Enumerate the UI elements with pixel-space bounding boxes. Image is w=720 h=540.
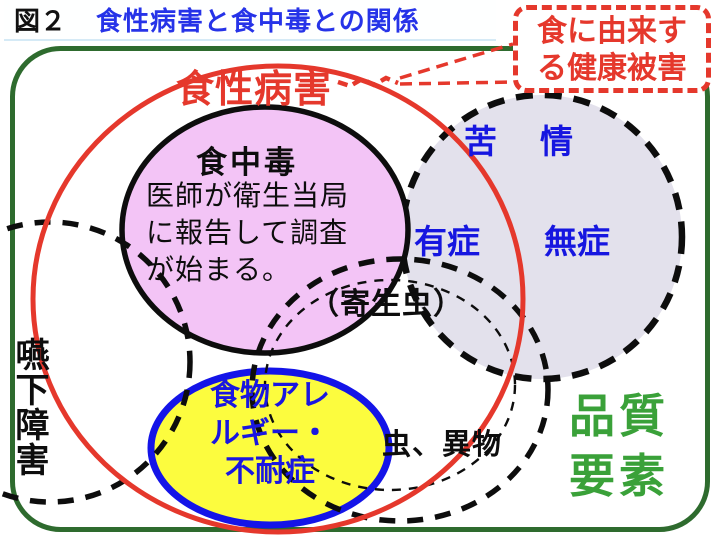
food-poisoning-title: 食中毒 (196, 145, 298, 180)
complaint-label: 苦 情 (464, 123, 578, 160)
parasite-label: （寄生虫） (309, 288, 464, 321)
foreign-matter-circle-outer (249, 256, 551, 524)
quality-elements-label: 品質 要素 (569, 390, 669, 502)
asymptomatic-label: 無症 (544, 223, 610, 260)
food-origin-callout: 食に由来す る健康被害 (513, 5, 711, 93)
food-disease-circle (30, 63, 526, 535)
foreign-matter-circle-inner (263, 278, 517, 492)
food-disease-label: 食性病害 (176, 69, 333, 111)
figure-number: 図２ (14, 6, 67, 36)
figure-title: 食性病害と食中毒との関係 (96, 6, 420, 36)
food-allergy-label: 食物アレ ルギー・ 不耐症 (210, 379, 330, 488)
title-bar: 図２ 食性病害と食中毒との関係 (4, 0, 496, 41)
callout-connector-squiggle (337, 75, 399, 89)
swallowing-disorder-label: 嚥下障害 (10, 337, 48, 477)
swallowing-circle (0, 219, 193, 505)
callout-connector-lower (399, 80, 514, 86)
symptomatic-label: 有症 (414, 223, 480, 260)
food-poisoning-description: 医師が衛生当局 に報告して調査 が始まる。 (146, 180, 350, 285)
callout-connector-upper (399, 42, 514, 80)
foreign-matter-label: 虫、異物 (382, 429, 503, 461)
quality-boundary-rect (10, 46, 710, 532)
food-poisoning-circle (119, 104, 411, 356)
